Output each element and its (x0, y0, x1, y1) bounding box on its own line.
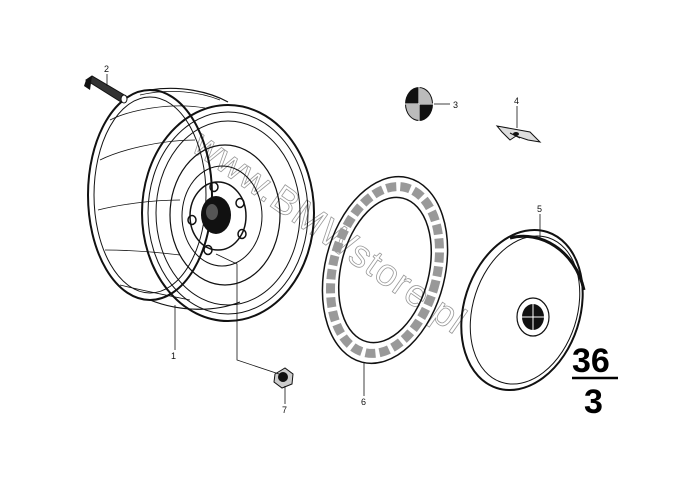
callout-5: 5 (537, 204, 542, 214)
wheel-nut (273, 367, 294, 389)
callout-2: 2 (104, 64, 109, 74)
valve-stem (84, 75, 128, 104)
leader-lines (106, 74, 541, 404)
trim-ring (321, 175, 449, 365)
group-number-bottom: 3 (584, 383, 603, 421)
callout-4: 4 (514, 96, 519, 106)
emblem-badge (405, 87, 433, 121)
hubcap (460, 228, 586, 392)
group-number-top: 36 (572, 342, 610, 380)
callout-3: 3 (453, 100, 458, 110)
callout-1: 1 (171, 351, 176, 361)
group-number: 36 3 (572, 342, 618, 421)
wheel-rim (87, 87, 315, 322)
callout-6: 6 (361, 397, 366, 407)
watermark-text: www.BMWstore.pl (184, 122, 474, 342)
spring-clip (495, 125, 542, 143)
callout-7: 7 (282, 405, 287, 415)
